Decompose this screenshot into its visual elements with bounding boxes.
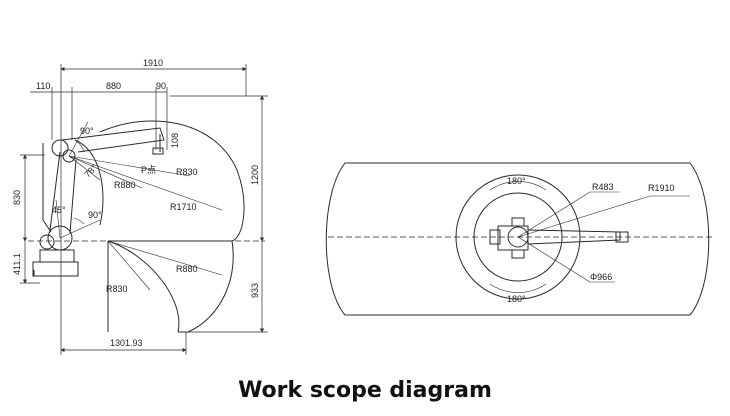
radius-r880-upper: R880 — [114, 180, 136, 190]
circle-r483-outer — [455, 174, 581, 300]
radius-r830-upper: R830 — [176, 167, 198, 177]
envelope-arc-r830-lower — [107, 240, 180, 333]
dim-90: 90 — [156, 81, 166, 91]
dim-830-left: 830 — [12, 190, 22, 205]
robot-lower-arm — [42, 143, 77, 234]
angle-180-top: 180° — [507, 176, 526, 186]
top-envelope-r1910 — [325, 162, 710, 316]
radius-r1910: R1910 — [648, 183, 675, 193]
radius-r880-lower: R880 — [176, 264, 198, 274]
dim-108: 108 — [170, 133, 180, 148]
robot-top — [489, 217, 629, 259]
dim-933: 933 — [250, 283, 260, 298]
dim-1200: 1200 — [250, 165, 260, 185]
radius-r483: R483 — [592, 182, 614, 192]
envelope-arc-r1710 — [99, 120, 245, 242]
envelope-arc-r880 — [108, 240, 234, 333]
radius-r1710: R1710 — [170, 202, 197, 212]
circle-phi966 — [473, 192, 563, 282]
arc-180-top — [489, 181, 547, 191]
left-dimension-lines — [20, 154, 45, 284]
radius-r830-lower: R830 — [106, 284, 128, 294]
top-view-labels: 180° 180° R483 R1910 Φ966 — [507, 176, 675, 304]
side-view — [20, 64, 268, 355]
dim-1301: 1301.93 — [110, 338, 143, 348]
dim-1910: 1910 — [143, 58, 163, 68]
arc-180-bottom — [489, 283, 547, 293]
angle-90-mid: 90° — [88, 210, 102, 220]
dim-411: 411.1 — [12, 253, 22, 275]
angle-90-top: 90° — [80, 126, 94, 136]
angle-45: 45° — [52, 205, 66, 215]
p-point-label: P点 — [141, 165, 156, 175]
diagram-caption: Work scope diagram — [238, 378, 492, 403]
side-view-labels: 1910 110 880 90 108 1200 830 411.1 933 1… — [12, 58, 260, 348]
dim-110: 110 — [36, 81, 50, 91]
top-leaders — [517, 191, 690, 283]
dim-880: 880 — [106, 81, 121, 91]
robot-base — [32, 225, 79, 277]
radius-leaders — [68, 155, 223, 291]
top-dimension-lines — [30, 64, 247, 355]
inner-arc-r830 — [74, 139, 104, 226]
angle-180-bottom: 180° — [507, 294, 526, 304]
robot-upper-arm — [51, 127, 165, 157]
angle-lines — [55, 121, 101, 239]
top-view — [325, 162, 712, 316]
right-dimension-lines — [170, 95, 268, 333]
diameter-phi966: Φ966 — [590, 272, 612, 282]
